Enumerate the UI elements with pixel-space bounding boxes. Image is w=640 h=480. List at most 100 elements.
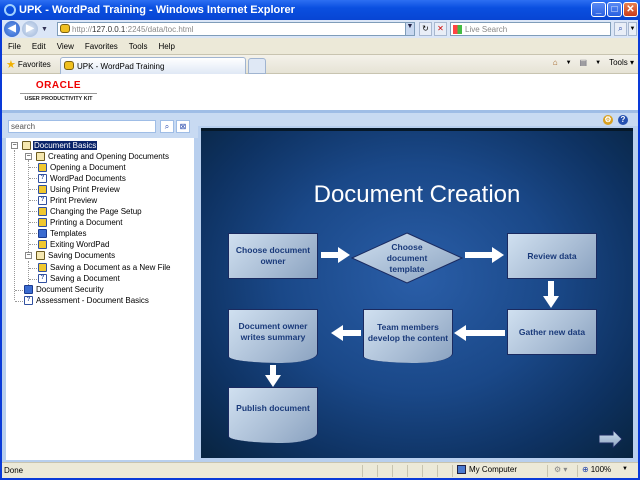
menu-edit[interactable]: Edit — [31, 41, 46, 51]
clear-search-button[interactable]: ⊠ — [176, 120, 190, 133]
home-dropdown[interactable]: ▼ — [565, 59, 572, 66]
preferences-icon[interactable]: ⚙ — [603, 115, 613, 125]
ie-logo-icon — [4, 4, 16, 16]
tools-button[interactable]: Tools ▾ — [609, 58, 634, 67]
toc-search-button[interactable]: ⌕ — [160, 120, 174, 133]
tree-item-assessment[interactable]: ? Assessment - Document Basics — [24, 295, 150, 306]
book-icon — [36, 251, 45, 260]
toc-pane: search ⌕ ⊠ − Document Basics — [2, 110, 198, 462]
slide-title: Document Creation — [313, 181, 521, 208]
status-text: Done — [4, 466, 24, 475]
document-icon — [38, 229, 47, 238]
step-choose-template-diamond — [351, 232, 463, 284]
collapse-toggle[interactable]: − — [25, 153, 32, 160]
minimize-button[interactable]: _ — [591, 2, 606, 17]
print-dropdown[interactable]: ▼ — [595, 59, 602, 66]
command-bar: ⌂ ▼ ▤ ▼ Tools ▾ — [553, 58, 634, 67]
content-toolbar: ⚙ ? — [198, 110, 638, 126]
toc-tree: − Document Basics − Creating and Opening… — [6, 138, 194, 460]
tree-item-saving-document[interactable]: ? Saving a Document — [38, 273, 121, 284]
collapse-toggle[interactable]: − — [11, 142, 18, 149]
home-icon[interactable]: ⌂ — [552, 58, 558, 67]
tree-item-changing-page-setup[interactable]: Changing the Page Setup — [38, 206, 143, 217]
step-publish: Publish document — [228, 387, 318, 443]
stop-button[interactable]: ✕ — [434, 22, 447, 36]
menu-bar: File Edit View Favorites Tools Help — [2, 38, 638, 54]
status-bar: Done My Computer ⚙ ▾ ⊕ 100% ▼ — [2, 462, 638, 478]
toc-search-input[interactable]: search — [8, 120, 156, 133]
next-slide-arrow-icon[interactable] — [599, 430, 623, 448]
tree-item-opening-document[interactable]: Opening a Document — [38, 162, 127, 173]
browser-tab[interactable]: UPK - WordPad Training — [60, 57, 246, 74]
url-input[interactable]: http://127.0.0.1:2245/data/toc.html — [57, 22, 413, 36]
favorites-tab-bar: ★ Favorites UPK - WordPad Training ⌂ ▼ ▤… — [2, 54, 638, 74]
url-dropdown-button[interactable]: ▼ — [405, 22, 415, 36]
menu-file[interactable]: File — [8, 41, 21, 51]
maximize-button[interactable]: □ — [607, 2, 622, 17]
forward-button[interactable]: ▶ — [22, 21, 38, 37]
page-content: ORACLE USER PRODUCTIVITY KIT search ⌕ ⊠ — [2, 74, 638, 462]
computer-icon — [457, 465, 466, 474]
tab-favicon-icon — [64, 61, 74, 70]
step-choose-template: Choose document template — [386, 242, 428, 274]
window-title: UPK - WordPad Training - Windows Interne… — [19, 4, 295, 16]
recent-pages-dropdown[interactable]: ▼ — [41, 25, 48, 33]
menu-view[interactable]: View — [56, 41, 74, 51]
oracle-logo: ORACLE USER PRODUCTIVITY KIT — [20, 80, 97, 102]
tree-item-document-security[interactable]: Document Security — [24, 284, 105, 295]
step-choose-owner: Choose document owner — [228, 233, 318, 279]
tree-item-document-basics[interactable]: Document Basics — [22, 140, 98, 151]
tree-item-saving-documents[interactable]: Saving Documents — [36, 250, 116, 261]
menu-help[interactable]: Help — [158, 41, 175, 51]
topic-icon — [38, 207, 47, 216]
document-icon — [24, 285, 33, 294]
step-owner-summary: Document owner writes summary — [228, 309, 318, 363]
star-icon: ★ — [6, 58, 16, 71]
tree-item-wordpad-documents[interactable]: ? WordPad Documents — [38, 173, 127, 184]
security-zone: My Computer — [457, 465, 517, 474]
zoom-icon: ⊕ — [582, 465, 589, 474]
menu-favorites[interactable]: Favorites — [84, 41, 118, 51]
window-titlebar: UPK - WordPad Training - Windows Interne… — [0, 0, 640, 20]
question-icon: ? — [38, 174, 47, 183]
topic-icon — [38, 185, 47, 194]
topic-icon — [38, 263, 47, 272]
question-icon: ? — [38, 196, 47, 205]
tree-item-saving-new-file[interactable]: Saving a Document as a New File — [38, 262, 172, 273]
tree-item-creating-opening[interactable]: Creating and Opening Documents — [36, 151, 170, 162]
zoom-dropdown[interactable]: ▼ — [622, 466, 628, 472]
topic-icon — [38, 240, 47, 249]
tree-item-exiting-wordpad[interactable]: Exiting WordPad — [38, 239, 110, 250]
print-icon[interactable]: ▤ — [579, 58, 588, 67]
tree-item-print-preview[interactable]: ? Print Preview — [38, 195, 98, 206]
book-icon — [22, 141, 31, 150]
tree-item-templates[interactable]: Templates — [38, 228, 87, 239]
content-pane: ⚙ ? Document Creation Choose document ow… — [198, 110, 638, 462]
live-search-input[interactable]: Live Search — [450, 22, 611, 36]
address-toolbar: ◀ ▶ ▼ http://127.0.0.1:2245/data/toc.htm… — [2, 20, 638, 38]
close-button[interactable]: ✕ — [623, 2, 638, 17]
zoom-level-button[interactable]: ⊕ 100% — [582, 465, 612, 474]
menu-tools[interactable]: Tools — [128, 41, 148, 51]
page-favicon-icon — [60, 24, 70, 33]
refresh-button[interactable]: ↻ — [419, 22, 432, 36]
topic-icon — [38, 163, 47, 172]
protected-mode-icon[interactable]: ⚙ ▾ — [554, 465, 568, 474]
live-search-logo-icon — [453, 25, 462, 34]
search-options-dropdown[interactable]: ▼ — [628, 22, 637, 36]
tree-item-printing-document[interactable]: Printing a Document — [38, 217, 123, 228]
question-icon: ? — [38, 274, 47, 283]
tree-item-using-print-preview[interactable]: Using Print Preview — [38, 184, 121, 195]
book-icon — [36, 152, 45, 161]
step-team-develop: Team members develop the content — [363, 309, 453, 363]
search-button[interactable]: ⌕ — [614, 22, 627, 36]
upk-header: ORACLE USER PRODUCTIVITY KIT — [2, 74, 638, 110]
collapse-toggle[interactable]: − — [25, 252, 32, 259]
new-tab-button[interactable] — [248, 58, 266, 74]
window-controls: _ □ ✕ — [591, 2, 638, 17]
help-icon[interactable]: ? — [618, 115, 628, 125]
favorites-button[interactable]: ★ Favorites — [6, 58, 51, 71]
topic-icon — [38, 218, 47, 227]
back-button[interactable]: ◀ — [4, 21, 20, 37]
step-review-data: Review data — [507, 233, 597, 279]
